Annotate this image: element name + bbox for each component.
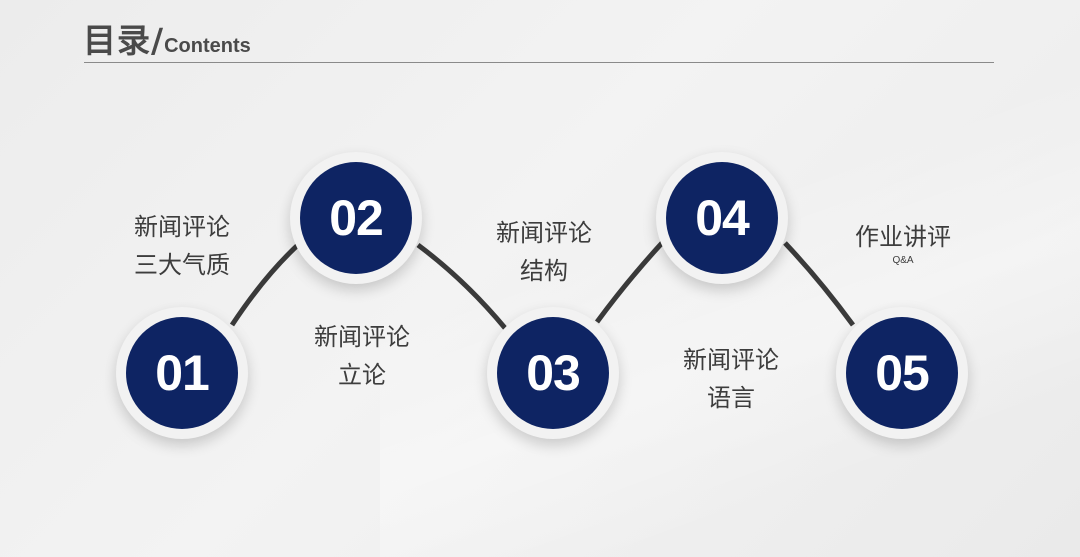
label-subtitle: Q&A xyxy=(892,255,914,266)
step-label-02: 新闻评论 立论 xyxy=(282,318,442,394)
step-number: 05 xyxy=(846,317,958,429)
step-label-03: 新闻评论 结构 xyxy=(464,214,624,290)
step-number: 02 xyxy=(300,162,412,274)
label-line1: 新闻评论 xyxy=(134,213,230,241)
title-zh: 目录/ xyxy=(83,21,165,60)
step-number: 04 xyxy=(666,162,778,274)
step-node-05[interactable]: 05 xyxy=(836,307,968,439)
label-line2: 三大气质 xyxy=(134,251,230,279)
step-label-05: 作业讲评 Q&A xyxy=(823,218,983,266)
step-label-01: 新闻评论 三大气质 xyxy=(102,208,262,284)
step-node-04[interactable]: 04 xyxy=(656,152,788,284)
step-node-03[interactable]: 03 xyxy=(487,307,619,439)
step-node-02[interactable]: 02 xyxy=(290,152,422,284)
step-number: 01 xyxy=(126,317,238,429)
label-line1: 新闻评论 xyxy=(683,346,779,374)
step-label-04: 新闻评论 语言 xyxy=(651,341,811,417)
label-line2: 立论 xyxy=(338,361,386,389)
step-number: 03 xyxy=(497,317,609,429)
label-line2: 结构 xyxy=(520,257,568,285)
label-line1: 新闻评论 xyxy=(496,219,592,247)
title-en: Contents xyxy=(164,35,251,57)
title-divider xyxy=(84,62,994,63)
label-line1: 作业讲评 xyxy=(855,223,951,251)
label-line1: 新闻评论 xyxy=(314,323,410,351)
page-title: 目录/ Contents xyxy=(83,14,251,62)
step-node-01[interactable]: 01 xyxy=(116,307,248,439)
label-line2: 语言 xyxy=(707,384,755,412)
